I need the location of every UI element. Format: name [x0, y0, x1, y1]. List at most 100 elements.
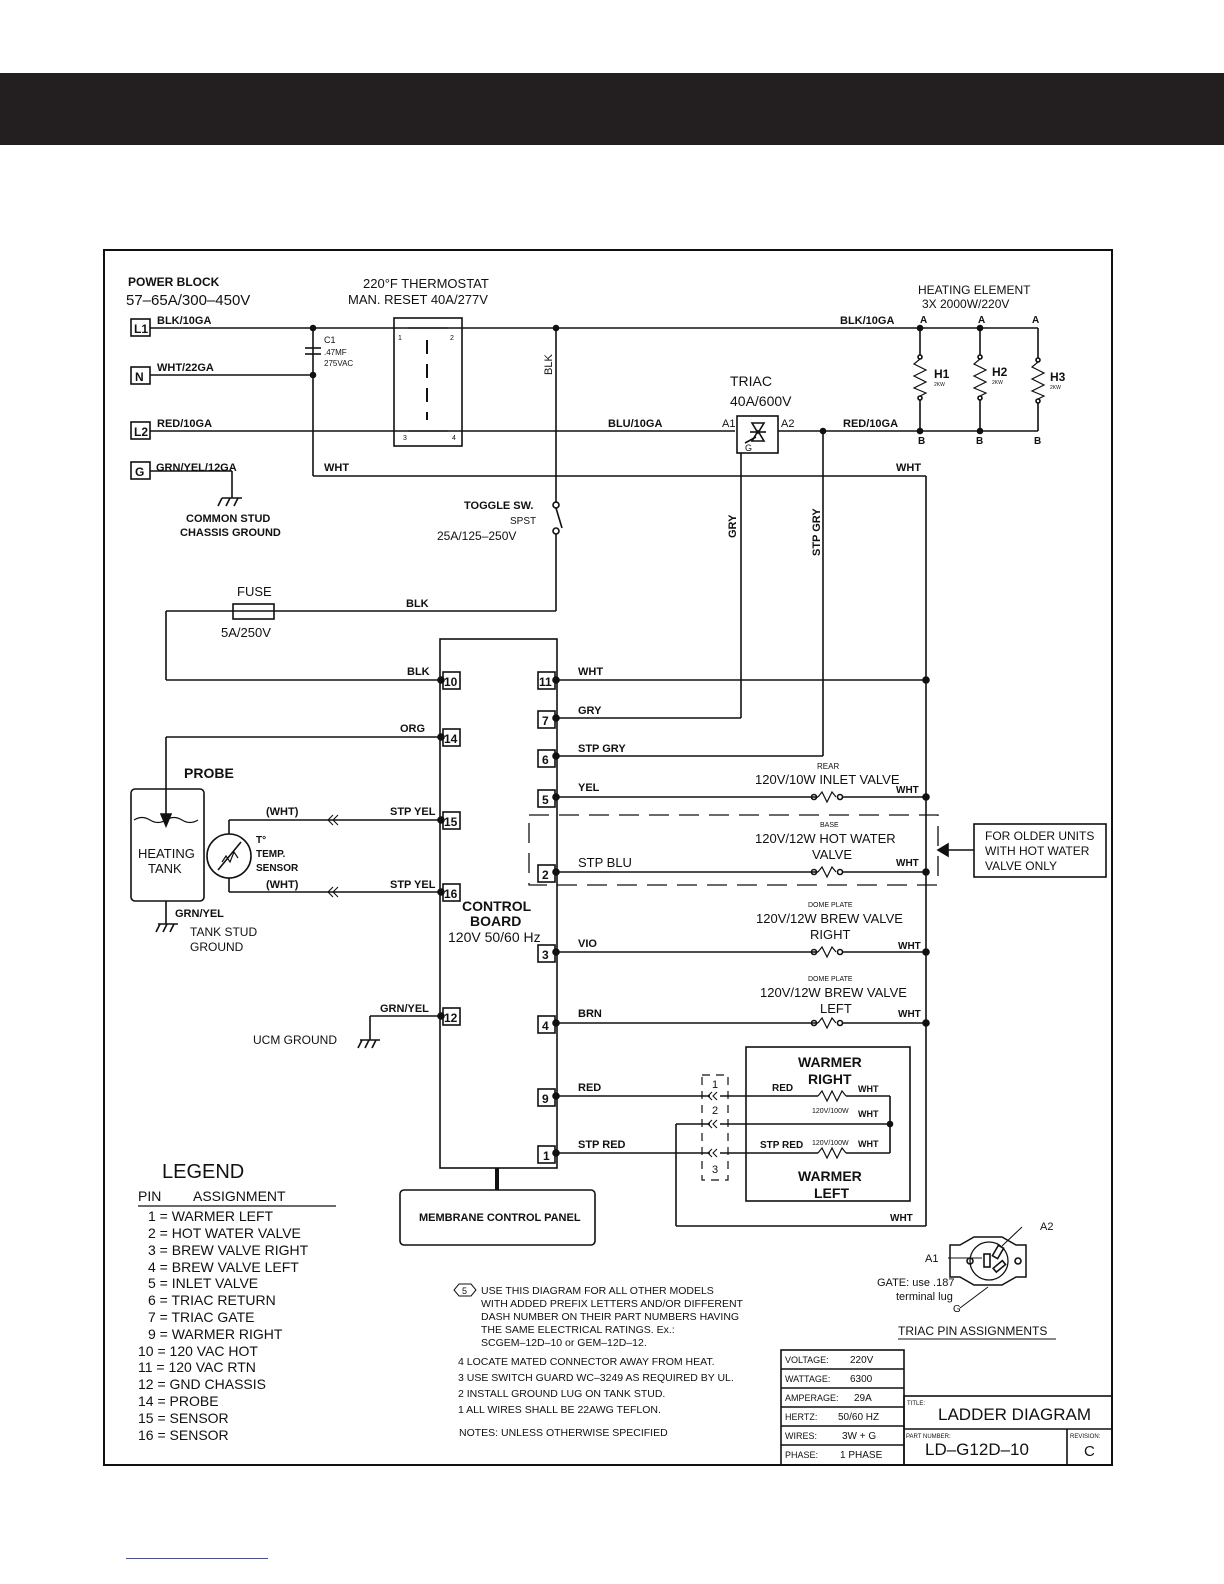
ground-stud-label: COMMON STUD CHASSIS GROUND	[180, 513, 281, 539]
svg-text:6 = TRIAC RETURN: 6 = TRIAC RETURN	[148, 1292, 276, 1308]
svg-text:L2: L2	[134, 425, 148, 439]
svg-text:3X 2000W/220V: 3X 2000W/220V	[922, 297, 1009, 311]
svg-text:BLK: BLK	[406, 598, 429, 610]
svg-text:4: 4	[542, 1019, 549, 1033]
svg-text:6: 6	[542, 753, 549, 767]
svg-text:TANK STUD: TANK STUD	[190, 925, 257, 939]
svg-text:11 = 120 VAC RTN: 11 = 120 VAC RTN	[138, 1359, 256, 1375]
svg-text:3 = BREW VALVE RIGHT: 3 = BREW VALVE RIGHT	[148, 1242, 309, 1258]
svg-text:5A/250V: 5A/250V	[221, 625, 271, 640]
svg-text:DOME PLATE: DOME PLATE	[808, 976, 853, 983]
svg-text:SENSOR: SENSOR	[256, 863, 299, 874]
svg-text:TEMP.: TEMP.	[256, 849, 285, 860]
svg-text:ASSIGNMENT: ASSIGNMENT	[193, 1188, 286, 1204]
svg-text:BRN: BRN	[578, 1008, 602, 1020]
svg-text:7 = TRIAC GATE: 7 = TRIAC GATE	[148, 1309, 254, 1325]
header-bar	[0, 73, 1224, 145]
svg-text:FOR OLDER UNITS: FOR OLDER UNITS	[985, 829, 1094, 843]
svg-text:15 = SENSOR: 15 = SENSOR	[138, 1410, 229, 1426]
svg-text:11: 11	[539, 675, 552, 689]
svg-text:PHASE:: PHASE:	[785, 1450, 818, 1460]
svg-text:VALVE ONLY: VALVE ONLY	[985, 859, 1057, 873]
svg-text:120V 50/60 Hz: 120V 50/60 Hz	[448, 929, 541, 945]
svg-text:MAN. RESET 40A/277V: MAN. RESET 40A/277V	[348, 292, 488, 307]
svg-text:TOGGLE SW.: TOGGLE SW.	[464, 500, 533, 512]
svg-text:4: 4	[452, 435, 456, 442]
title-block: TITLE: LADDER DIAGRAM PART NUMBER: LD–G1…	[903, 1395, 1113, 1466]
svg-text:COMMON STUD: COMMON STUD	[186, 513, 270, 525]
svg-text:WHT: WHT	[898, 1009, 921, 1020]
svg-text:GATE: use .187: GATE: use .187	[877, 1277, 954, 1289]
svg-text:USE THIS DIAGRAM FOR ALL OTHER: USE THIS DIAGRAM FOR ALL OTHER MODELS	[481, 1285, 714, 1297]
svg-text:GRN/YEL/12GA: GRN/YEL/12GA	[156, 462, 237, 474]
svg-text:STP BLU: STP BLU	[578, 855, 632, 870]
svg-text:WHT: WHT	[578, 666, 603, 678]
probe: PROBE ORG HEATING TANK GRN/YEL TANK STUD…	[130, 723, 441, 954]
svg-text:WITH HOT WATER: WITH HOT WATER	[985, 844, 1090, 858]
svg-text:G: G	[135, 465, 144, 479]
svg-text:10: 10	[444, 675, 458, 689]
spec-table: VOLTAGE:220V WATTAGE:6300 AMPERAGE:29A H…	[780, 1349, 905, 1466]
svg-text:STP GRY: STP GRY	[811, 508, 823, 556]
svg-text:40A/600V: 40A/600V	[730, 393, 792, 409]
svg-text:WHT: WHT	[890, 1213, 913, 1224]
gate-wires: GRY STP GRY	[556, 427, 827, 757]
svg-text:1: 1	[543, 1149, 550, 1163]
svg-text:WARMER: WARMER	[798, 1054, 862, 1070]
svg-text:1 = WARMER LEFT: 1 = WARMER LEFT	[148, 1208, 274, 1224]
svg-text:57–65A/300–450V: 57–65A/300–450V	[126, 292, 250, 309]
svg-text:120V/10W INLET VALVE: 120V/10W INLET VALVE	[755, 772, 900, 787]
svg-text:BLU/10GA: BLU/10GA	[608, 418, 662, 430]
svg-text:AMPERAGE:: AMPERAGE:	[785, 1393, 839, 1403]
svg-text:WHT: WHT	[896, 462, 921, 474]
svg-text:H2: H2	[992, 365, 1008, 379]
svg-text:POWER BLOCK: POWER BLOCK	[128, 275, 220, 289]
svg-text:H3: H3	[1050, 370, 1066, 384]
svg-text:L1: L1	[134, 322, 148, 336]
svg-text:BLK/10GA: BLK/10GA	[840, 315, 894, 327]
triac: TRIAC 40A/600V A1 A2 G	[722, 373, 794, 454]
svg-text:B: B	[918, 436, 925, 447]
svg-text:B: B	[1034, 436, 1041, 447]
footer-link-underline	[126, 1558, 268, 1559]
membrane-control-panel: MEMBRANE CONTROL PANEL	[399, 1168, 596, 1246]
chassis-ground-icon	[217, 497, 242, 507]
thermostat: 220°F THERMOSTAT MAN. RESET 40A/277V 1 2…	[348, 276, 489, 447]
svg-text:RED/10GA: RED/10GA	[157, 418, 212, 430]
svg-text:A2: A2	[781, 418, 794, 430]
svg-text:WIRES:: WIRES:	[785, 1431, 817, 1441]
svg-text:29A: 29A	[854, 1393, 872, 1404]
svg-text:C: C	[1084, 1443, 1095, 1460]
svg-text:VALVE: VALVE	[812, 847, 852, 862]
svg-text:25A/125–250V: 25A/125–250V	[437, 529, 516, 543]
svg-text:ORG: ORG	[400, 723, 425, 735]
svg-text:A1: A1	[925, 1253, 938, 1265]
svg-text:STP YEL: STP YEL	[390, 806, 436, 818]
svg-text:BLK: BLK	[407, 666, 430, 678]
svg-text:terminal lug: terminal lug	[896, 1291, 953, 1303]
svg-text:STP YEL: STP YEL	[390, 879, 436, 891]
warmer-connector: 1 2 3	[701, 1074, 890, 1181]
svg-text:(WHT): (WHT)	[266, 806, 299, 818]
svg-text:STP GRY: STP GRY	[578, 743, 626, 755]
svg-text:A1: A1	[722, 418, 735, 430]
svg-text:N: N	[135, 370, 144, 384]
svg-text:GRN/YEL: GRN/YEL	[175, 908, 224, 920]
svg-text:BLK/10GA: BLK/10GA	[157, 315, 211, 327]
svg-text:WHT: WHT	[324, 462, 349, 474]
svg-text:220°F THERMOSTAT: 220°F THERMOSTAT	[363, 276, 489, 291]
triac-pin-diagram: A1 A2 GATE: use .187 terminal lug G TRIA…	[877, 1221, 1056, 1340]
heating-element: HEATING ELEMENT 3X 2000W/220V A A A B B …	[912, 283, 1066, 447]
svg-text:REAR: REAR	[817, 762, 839, 771]
svg-text:DOME PLATE: DOME PLATE	[808, 902, 853, 909]
svg-text:A: A	[978, 315, 985, 326]
svg-text:120V/12W BREW VALVE: 120V/12W BREW VALVE	[760, 985, 907, 1000]
svg-text:WHT: WHT	[858, 1109, 879, 1119]
svg-text:6300: 6300	[850, 1374, 873, 1385]
svg-text:15: 15	[444, 815, 458, 829]
svg-text:WHT: WHT	[858, 1084, 879, 1094]
svg-text:WHT/22GA: WHT/22GA	[157, 362, 214, 374]
svg-text:A2: A2	[1040, 1221, 1053, 1233]
svg-text:REVISION:: REVISION:	[1070, 1434, 1101, 1440]
